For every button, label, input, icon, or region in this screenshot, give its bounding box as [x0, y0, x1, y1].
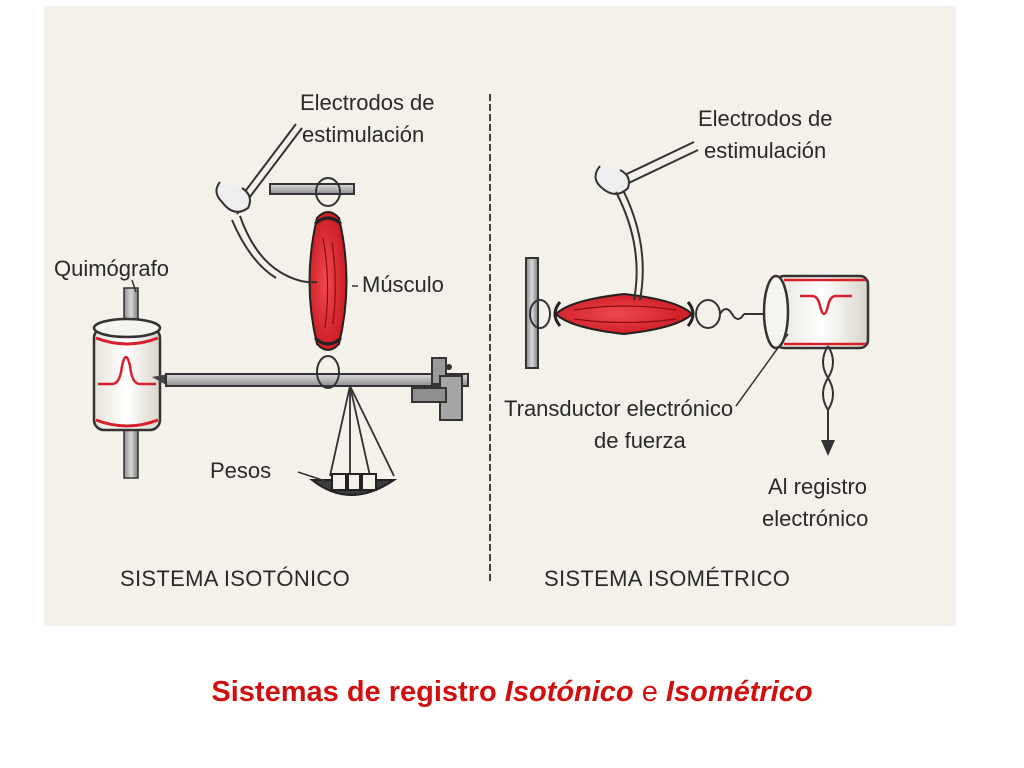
- muscle-label: Músculo: [362, 272, 444, 297]
- kymograph-label: Quimógrafo: [54, 256, 169, 281]
- caption-isometric: Isométrico: [665, 676, 813, 708]
- muscle-recording-diagram: Electrodos de estimulación Quimógrafo Mú…: [44, 6, 956, 626]
- isotonic-system-label: SISTEMA ISOTÓNICO: [120, 566, 350, 591]
- transducer-drum: [762, 274, 870, 350]
- isotonic-lever: [152, 357, 469, 421]
- caption-conjunction: e: [641, 676, 658, 708]
- isotonic-electrodes-label-1: Electrodos de: [300, 90, 435, 115]
- kymograph-drum: [92, 287, 162, 479]
- isometric-electrodes-label-1: Electrodos de: [698, 106, 833, 131]
- transducer-label-2: de fuerza: [594, 428, 686, 453]
- record-label-2: electrónico: [762, 506, 868, 531]
- isometric-system-label: SISTEMA ISOMÉTRICO: [544, 566, 790, 591]
- top-holder: [269, 177, 355, 207]
- isometric-muscle: [553, 292, 695, 336]
- transducer-leader: [735, 333, 789, 407]
- weights-pan: [297, 385, 398, 496]
- figure-caption: Sistemas de registro Isotónico e Isométr…: [0, 676, 1024, 709]
- vertical-holder: [525, 257, 551, 369]
- lever-loop: [316, 355, 340, 389]
- isotonic-muscle: [308, 211, 348, 351]
- kymograph-leader: [131, 279, 137, 293]
- transducer-label-1: Transductor electrónico: [504, 396, 733, 421]
- isometric-electrodes: [594, 141, 699, 301]
- isotonic-electrodes: [215, 123, 318, 284]
- caption-isotonic: Isotónico: [504, 676, 634, 708]
- isometric-setup: [525, 141, 870, 456]
- isometric-electrodes-label-2: estimulación: [704, 138, 826, 163]
- record-label-1: Al registro: [768, 474, 867, 499]
- isotonic-electrodes-label-2: estimulación: [302, 122, 424, 147]
- isotonic-setup: [92, 123, 469, 496]
- output-cable: [821, 345, 835, 456]
- weights-label: Pesos: [210, 458, 271, 483]
- caption-prefix: Sistemas de registro: [211, 676, 497, 708]
